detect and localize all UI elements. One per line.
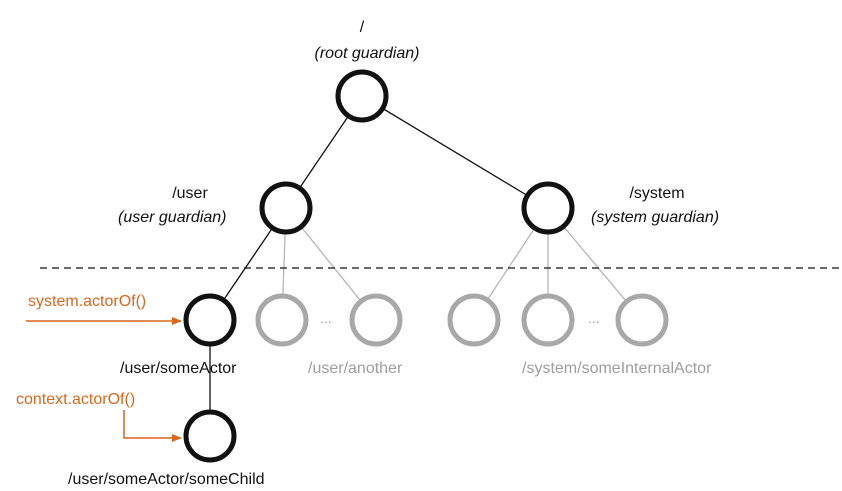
system-guardian-node — [521, 181, 575, 235]
root-role-label: (root guardian) — [314, 45, 420, 62]
user-guardian-node — [259, 181, 313, 235]
user-path-label: /user — [172, 185, 208, 202]
internal-actor-node-1 — [447, 293, 501, 347]
system-path-label: /system — [629, 185, 685, 202]
another-actor-node-2 — [349, 293, 403, 347]
another-actor-label: /user/another — [308, 360, 403, 377]
system-role-label: (system guardian) — [591, 209, 720, 226]
some-child-node — [183, 409, 237, 463]
internal-actor-label: /system/someInternalActor — [522, 360, 712, 377]
some-actor-label: /user/someActor — [120, 360, 237, 377]
internal-actor-node-3 — [615, 293, 669, 347]
user-children-ellipsis: ... — [320, 310, 332, 326]
system-actorof-label: system.actorOf() — [28, 293, 147, 310]
edge-root-system — [361, 95, 549, 209]
user-role-label: (user guardian) — [118, 209, 227, 226]
root-path-label: / — [359, 19, 365, 36]
context-actorof-arrow — [123, 410, 182, 442]
internal-actor-node-2 — [521, 293, 575, 347]
some-actor-node — [183, 293, 237, 347]
system-children-ellipsis: ... — [588, 310, 600, 326]
context-actorof-label: context.actorOf() — [16, 391, 136, 408]
root-guardian-node — [335, 69, 389, 123]
some-child-label: /user/someActor/someChild — [68, 471, 265, 488]
another-actor-node-1 — [255, 293, 309, 347]
